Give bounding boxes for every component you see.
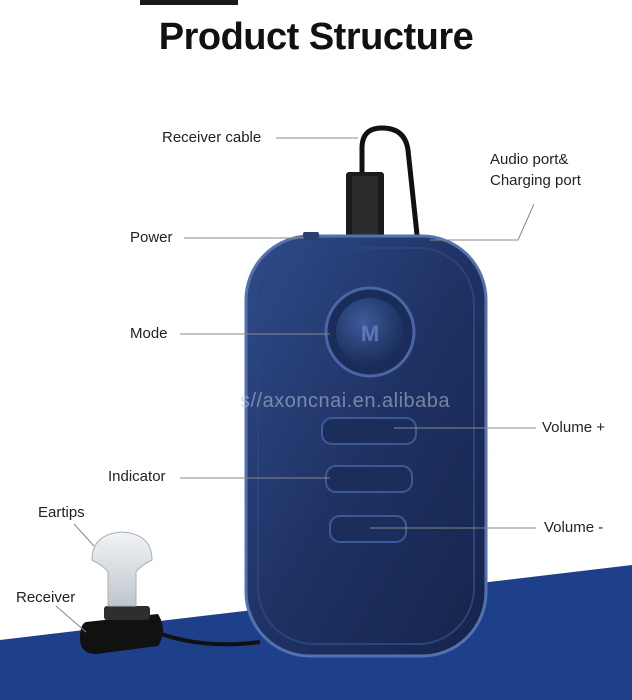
label-receiver: Receiver <box>16 589 76 606</box>
leader-receiver <box>55 605 87 633</box>
eartip <box>91 531 153 607</box>
label-audio-port-line2: Charging port <box>490 172 581 189</box>
volume-down-button <box>329 515 407 543</box>
receiver-cable <box>359 125 421 247</box>
volume-up-button <box>321 417 417 445</box>
label-audio-port-line1: Audio port& <box>490 151 569 168</box>
label-volume-plus: Volume + <box>542 419 605 436</box>
leader-audio-port <box>430 203 535 241</box>
label-volume-minus: Volume - <box>544 519 604 536</box>
label-power: Power <box>130 229 173 246</box>
watermark: s//axoncnai.en.alibaba <box>240 390 451 412</box>
label-eartips: Eartips <box>38 504 85 521</box>
label-indicator: Indicator <box>108 468 166 485</box>
page-title: Product Structure <box>158 16 474 58</box>
leader-eartips <box>73 523 95 547</box>
mode-button-letter: M <box>361 321 379 346</box>
receiver-body <box>80 614 163 654</box>
device-body <box>244 234 488 658</box>
top-rule <box>140 0 238 5</box>
label-mode: Mode <box>130 325 168 342</box>
label-receiver-cable: Receiver cable <box>162 129 262 146</box>
indicator-bar <box>325 465 413 493</box>
power-button <box>303 232 319 240</box>
